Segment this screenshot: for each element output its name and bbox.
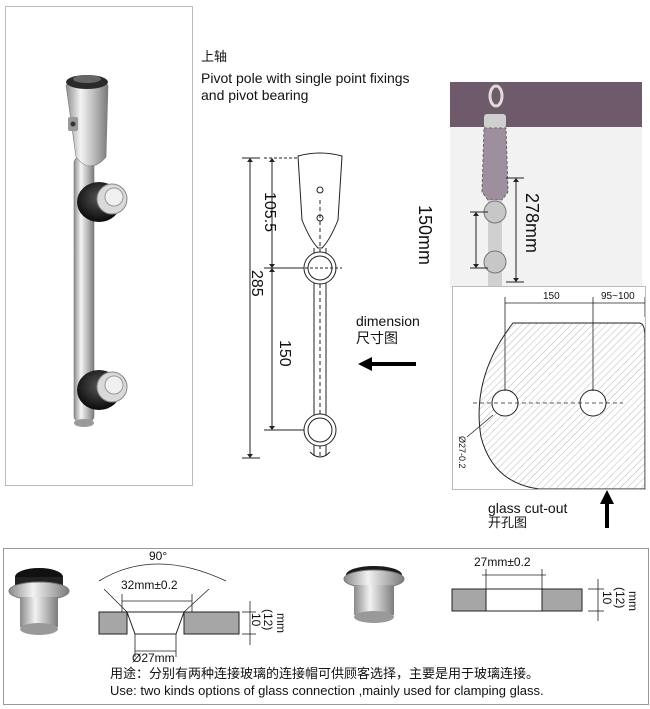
left-thickness-alt: (12) bbox=[261, 609, 275, 631]
right-top-dim: 27mm±0.2 bbox=[474, 555, 531, 569]
dim-105-5: 105.5 bbox=[261, 192, 278, 233]
dim-150: 150 bbox=[276, 340, 293, 367]
dimension-drawing bbox=[242, 152, 343, 459]
right-unit: mm bbox=[626, 591, 640, 611]
installation-photo bbox=[450, 82, 642, 288]
title-cn: 上轴 bbox=[201, 49, 228, 64]
ceiling-band bbox=[450, 82, 642, 127]
title-en-line2: and pivot bearing bbox=[201, 87, 309, 103]
left-bottom-dim: Ø27mm bbox=[132, 651, 175, 665]
usage-en: Use: two kinds options of glass connecti… bbox=[110, 683, 544, 698]
cutout-label-cn: 开孔图 bbox=[488, 515, 528, 530]
cutout-panel bbox=[452, 286, 646, 490]
up-arrow-icon bbox=[600, 490, 614, 528]
usage-cn: 用途：分别有两种连接玻璃的连接帽可供顾客选择，主要是用于玻璃连接。 bbox=[110, 666, 540, 681]
installed-pole-photo bbox=[470, 84, 524, 288]
dimension-label-en: dimension bbox=[356, 313, 420, 329]
cutout-hole-dia: Ø27-0.2 bbox=[457, 436, 467, 469]
dimension-label-cn: 尺寸图 bbox=[356, 330, 398, 346]
cutout-label-en: glass cut-out bbox=[488, 500, 568, 516]
angle-90: 90° bbox=[149, 549, 168, 563]
left-top-dim: 32mm±0.2 bbox=[121, 578, 178, 592]
left-arrow-icon bbox=[358, 357, 416, 371]
right-thickness-alt: (12) bbox=[613, 587, 627, 609]
dim-150mm: 150mm bbox=[415, 205, 435, 266]
connection-options-panel: 90° 32mm±0.2 Ø27mm 10 (12) mm 27mm±0.2 1… bbox=[3, 548, 649, 705]
dim-285: 285 bbox=[248, 270, 265, 297]
product-photo-panel bbox=[5, 6, 193, 486]
cutout-drawing bbox=[466, 297, 645, 489]
title-en-line1: Pivot pole with single point fixings bbox=[201, 70, 410, 86]
dim-278mm: 278mm bbox=[522, 193, 542, 254]
left-unit: mm bbox=[274, 613, 288, 633]
pivot-pole-photo bbox=[65, 75, 128, 427]
cutout-dim-150: 150 bbox=[543, 291, 560, 302]
glass-connector-photos bbox=[8, 563, 604, 657]
right-thickness: 10 bbox=[600, 591, 614, 605]
cutout-dim-95-100: 95~100 bbox=[601, 291, 635, 302]
